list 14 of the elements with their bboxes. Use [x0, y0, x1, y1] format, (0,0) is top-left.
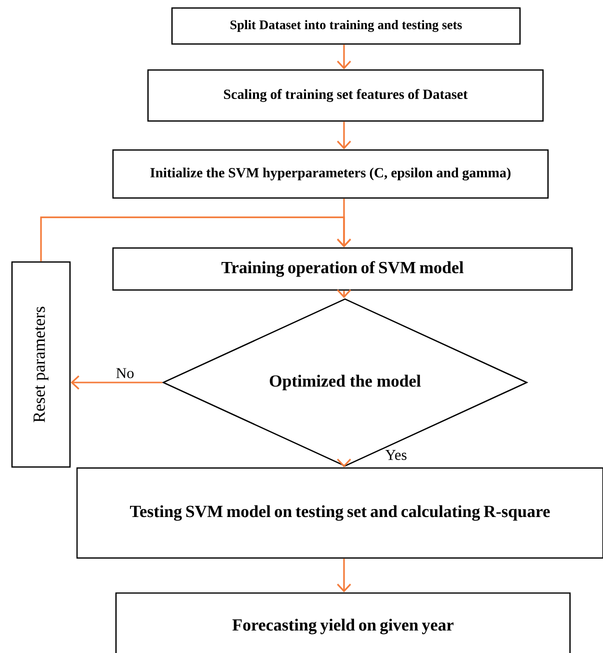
- arrow: [336, 122, 352, 150]
- process-box: Split Dataset into training and testing sets: [171, 7, 521, 45]
- edge-label: No: [116, 368, 134, 378]
- edge-label: Yes: [385, 450, 406, 460]
- process-box: Training operation of SVM model: [112, 247, 573, 291]
- arrow: [70, 375, 162, 390]
- arrow: [40, 216, 352, 262]
- process-box: Scaling of training set features of Dataset: [147, 69, 544, 122]
- process-box: Initialize the SVM hyperparameters (C, epsilon and gamma): [112, 149, 549, 199]
- arrow: [336, 558, 352, 592]
- process-box: Testing SVM model on testing set and calculating R-square: [76, 467, 603, 559]
- arrow: [336, 44, 352, 70]
- process-box: Forecasting yield on given year: [115, 592, 571, 653]
- process-box: Reset parameters: [11, 261, 71, 468]
